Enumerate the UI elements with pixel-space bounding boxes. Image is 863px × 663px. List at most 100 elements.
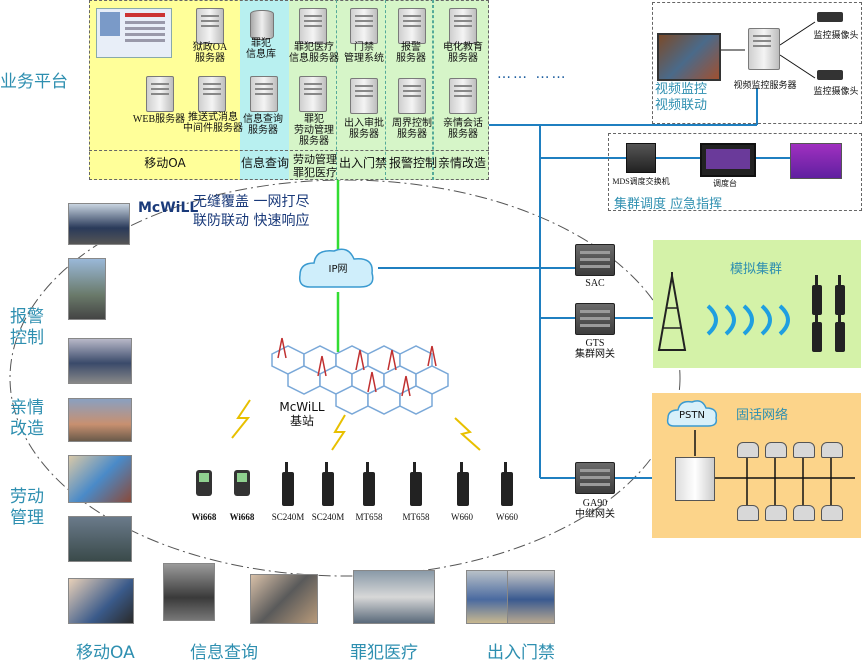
server-icon (398, 8, 426, 44)
bottom-label: 罪犯医疗 (350, 643, 418, 663)
terminal-icon (196, 470, 212, 496)
ga90-gateway-icon (575, 462, 615, 494)
terminal-icon (363, 462, 375, 506)
platform-ellipsis: …… …… (497, 66, 568, 82)
terminal-icon (322, 462, 334, 506)
mcwill-slogan-1: 无缝覆盖 一网打尽 (193, 194, 310, 210)
telephone-icon (765, 442, 787, 458)
mcwill-name: McWiLL (138, 200, 199, 216)
photo-labor (68, 455, 132, 503)
server-label: 狱政OA 服务器 (192, 42, 228, 64)
platform-column-label: 亲情改造 (437, 156, 486, 170)
server-label: 罪犯 劳动管理 服务器 (294, 114, 334, 147)
server-label: 周界控制 服务器 (392, 118, 432, 140)
mds-switch-icon (626, 143, 656, 173)
coverage-ellipse (9, 179, 681, 577)
photo-mobile-oa (68, 578, 134, 624)
platform-column-label: 劳动管理 罪犯医疗 (293, 153, 337, 179)
database-icon (250, 10, 274, 40)
telephone-icon (793, 442, 815, 458)
pstn-cloud-icon (666, 400, 718, 427)
sac-label: SAC (585, 278, 605, 289)
server-icon (299, 76, 327, 112)
server-label: 报警 服务器 (396, 42, 426, 64)
platform-title: 业务平台 (0, 72, 68, 92)
bottom-label: 信息查询 (190, 643, 258, 663)
lightning-3 (454, 417, 481, 451)
photo-medical-cctv (353, 570, 435, 624)
camera-icon (817, 70, 843, 80)
side-label: 报警 控制 (10, 307, 44, 348)
photo-police (68, 203, 130, 245)
server-icon (350, 8, 378, 44)
photo-workshop (68, 516, 132, 562)
photo-watchtower (68, 258, 106, 320)
photo-info-query (163, 563, 215, 621)
terminal-label: Wi668 (191, 512, 217, 522)
photo-gate-1 (466, 570, 508, 624)
mds-switch-label: MDS调度交换机 (612, 177, 670, 186)
terminal-label: SC240M (311, 512, 345, 522)
terminal-label: SC240M (271, 512, 305, 522)
radio-handset-icon (835, 275, 845, 315)
photo-alarm-patrol (68, 338, 132, 384)
video-server-label: 视频监控服务器 (733, 80, 797, 90)
terminal-label: MT658 (402, 512, 430, 522)
server-icon (449, 8, 477, 44)
console-label: 调度台 (713, 179, 737, 188)
server-icon (350, 78, 378, 114)
server-label: 门禁 管理系统 (344, 42, 384, 64)
phone-network-lines (694, 430, 855, 510)
server-label: WEB服务器 (132, 114, 186, 125)
telephone-icon (821, 505, 843, 521)
terminal-icon (457, 462, 469, 506)
photo-reform (68, 398, 132, 442)
radio-handset-icon (812, 275, 822, 315)
platform-column-label: 报警控制 (388, 156, 437, 170)
server-icon (146, 76, 174, 112)
lightning-2 (331, 414, 346, 451)
bottom-label: 出入门禁 (487, 643, 555, 663)
telephone-icon (793, 505, 815, 521)
platform-column-label: 出入门禁 (338, 156, 387, 170)
telephone-icon (821, 442, 843, 458)
terminal-icon (501, 462, 513, 506)
platform-column-label: 信息查询 (240, 156, 289, 170)
camera-icon (817, 12, 843, 22)
fixed-title: 固话网络 (736, 408, 789, 423)
video-to-camera2 (779, 54, 816, 79)
trunk-panel (653, 240, 861, 368)
console-screen-image (790, 143, 842, 179)
server-icon (196, 8, 224, 44)
side-label: 亲情 改造 (10, 398, 44, 439)
video-server-icon (748, 28, 780, 70)
server-label: 罪犯医疗 信息服务器 (289, 42, 339, 64)
ga90-label: GA90 中继网关 (575, 498, 615, 520)
trunk-tower-icon (657, 272, 687, 351)
server-icon (398, 78, 426, 114)
terminal-icon (282, 462, 294, 506)
radio-wave-icon (706, 304, 790, 336)
mcwill-slogan-2: 联防联动 快速响应 (193, 213, 310, 229)
server-label: 电化教育 服务器 (443, 42, 483, 64)
lightning-1 (231, 399, 251, 439)
base-station-label: McWiLL 基站 (279, 400, 325, 428)
photo-handheld (250, 574, 318, 624)
server-icon (299, 8, 327, 44)
ip-cloud-icon (298, 248, 374, 288)
server-label: 出入审批 服务器 (344, 118, 384, 140)
terminal-label: MT658 (355, 512, 383, 522)
telephone-icon (737, 442, 759, 458)
terminal-label: W660 (496, 512, 518, 522)
terminal-label: Wi668 (229, 512, 255, 522)
ip-label: IP网 (328, 264, 348, 275)
server-label: 信息查询 服务器 (243, 114, 283, 136)
terminal-icon (234, 470, 250, 496)
dispatch-panel (608, 133, 862, 211)
side-label: 劳动 管理 (10, 487, 44, 528)
camera-label: 监控摄像头 (813, 86, 859, 96)
photo-gate-2 (507, 570, 555, 624)
video-caption: 视频监控 视频联动 (655, 82, 708, 113)
pstn-label: PSTN (679, 410, 705, 421)
server-label: 亲情会话 服务器 (443, 118, 483, 140)
